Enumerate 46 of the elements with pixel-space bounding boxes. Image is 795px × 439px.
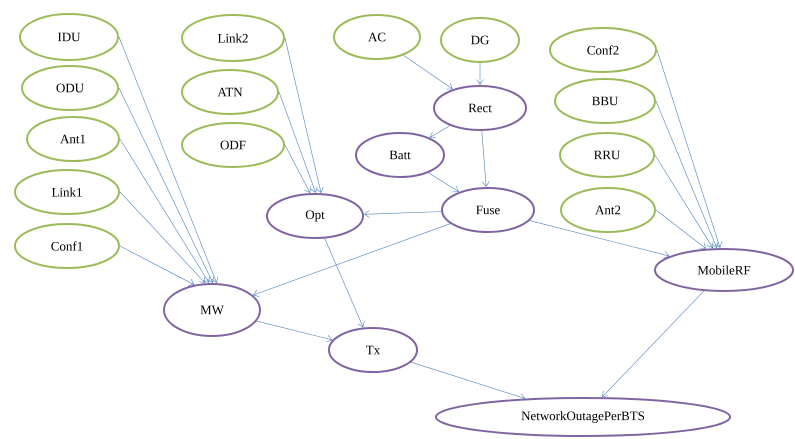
ellipse-node: Batt xyxy=(355,132,445,178)
ellipse-node: Tx xyxy=(328,327,418,373)
ellipse-node: NetworkOutagePerBTS xyxy=(435,397,731,437)
arrow xyxy=(403,55,453,90)
arrow xyxy=(656,50,722,248)
arrow xyxy=(118,88,214,284)
arrow xyxy=(120,192,206,284)
arrow xyxy=(284,38,324,194)
arrow xyxy=(529,220,670,258)
arrow xyxy=(410,362,526,401)
ellipse-node: ODU xyxy=(21,65,119,111)
ellipse-node: Link1 xyxy=(14,169,120,215)
ellipse-node: Fuse xyxy=(441,187,535,233)
ellipse-node: Link2 xyxy=(181,14,285,62)
ellipse-node: RRU xyxy=(559,132,655,178)
ellipse-node: MobileRF xyxy=(654,248,794,292)
arrow xyxy=(602,290,704,398)
arrow xyxy=(364,210,442,218)
arrow xyxy=(476,62,484,85)
ellipse-node: Conf2 xyxy=(549,27,657,73)
arrow xyxy=(256,320,333,342)
ellipse-node: Ant1 xyxy=(26,116,120,162)
arrow xyxy=(430,125,450,138)
arrow xyxy=(284,144,311,194)
arrow xyxy=(252,223,451,297)
arrow xyxy=(482,130,490,188)
ellipse-node: ODF xyxy=(181,122,285,168)
ellipse-node: MW xyxy=(163,283,261,337)
arrow xyxy=(428,172,460,192)
ellipse-node: DG xyxy=(440,17,520,63)
arrow xyxy=(324,238,365,328)
arrow xyxy=(654,154,714,248)
arrow xyxy=(120,246,194,286)
ellipse-node: ATN xyxy=(181,69,279,115)
arrow xyxy=(118,36,218,284)
arrow xyxy=(278,92,318,193)
ellipse-node: Conf1 xyxy=(14,223,120,269)
ellipse-node: Ant2 xyxy=(560,187,656,233)
ellipse-node: Opt xyxy=(266,193,364,239)
arrow xyxy=(120,138,210,284)
arrow xyxy=(656,210,706,249)
ellipse-node: Rect xyxy=(433,85,527,131)
ellipse-node: IDU xyxy=(19,13,119,61)
arrow xyxy=(656,100,718,248)
ellipse-node: BBU xyxy=(554,78,656,124)
ellipse-node: AC xyxy=(333,14,421,60)
